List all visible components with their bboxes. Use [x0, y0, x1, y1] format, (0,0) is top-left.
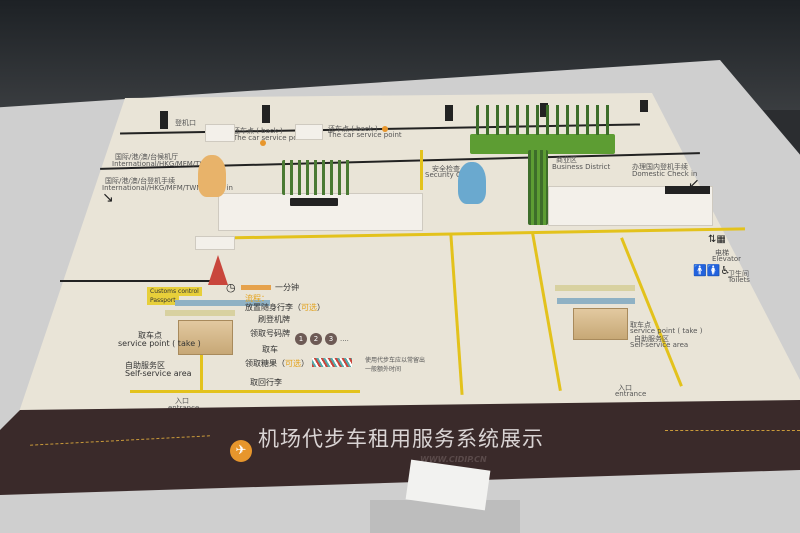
orange-dot	[260, 140, 266, 146]
gate-marker	[262, 105, 270, 123]
optional-tag: 可选	[301, 303, 317, 312]
self-service-label-en: Self-service area	[630, 341, 689, 349]
optional-tag: 可选	[285, 359, 301, 368]
process-step-5: 领取糖果（可选）	[245, 359, 309, 368]
business-label: 商业区	[556, 156, 577, 164]
number-badge: 1	[295, 333, 307, 345]
customs-sign-label: Customs control	[150, 288, 199, 295]
toilets-label: 卫生间	[728, 270, 749, 278]
self-service-label: 自助服务区	[634, 335, 669, 343]
bamboo-plants	[476, 105, 611, 135]
self-service-label: 自助服务区	[125, 361, 165, 370]
bamboo-plants	[282, 160, 352, 195]
yellow-path	[200, 350, 203, 390]
security-label-en: Security Check	[425, 171, 478, 179]
process-step-1: 放置随身行李（可选）	[245, 303, 325, 312]
domestic-checkin-label: 办理国内登机手续	[632, 163, 688, 171]
process-step-4: 取车	[262, 345, 278, 354]
self-service-label-en: Self-service area	[125, 369, 192, 378]
ellipsis: ....	[340, 335, 349, 343]
dashed-line	[665, 430, 800, 431]
car-return-label-en: The car service point	[328, 131, 402, 139]
checkin-sign	[665, 186, 710, 194]
take-point-label: 取车点	[138, 331, 162, 340]
process-heading: 流程：	[245, 294, 269, 303]
car-return-label-en: The car service point	[233, 134, 307, 142]
entrance-label: 入口	[618, 384, 632, 392]
process-step-3: 领取号码牌	[250, 329, 290, 338]
arrow-down-left-icon: ↘	[102, 190, 114, 206]
yellow-path	[420, 150, 423, 190]
route-line	[60, 280, 220, 282]
card-stack	[370, 500, 520, 533]
gate-marker	[160, 111, 168, 129]
elevator-icon: ⇅▦	[708, 234, 726, 245]
international-lounge-label-en: International/HKG/MFM/TWN	[112, 160, 212, 168]
passport-sign: Passport	[147, 296, 179, 305]
counter-sign	[175, 300, 270, 306]
take-point-label-en: service point ( take )	[630, 327, 703, 335]
watermark: WWW.CIDIP.CN	[420, 455, 487, 464]
time-bar	[241, 285, 271, 290]
customs-sign: Customs control	[147, 287, 202, 296]
number-badge: 3	[325, 333, 337, 345]
international-checkin-label: 国际/港/澳/台登机手续	[105, 177, 176, 185]
counter-sign	[555, 285, 635, 291]
international-checkin-label-en: International/HKG/MFM/TWN check in	[102, 184, 233, 192]
gate-label: 登机口	[175, 119, 196, 127]
entrance-label: 入口	[175, 397, 189, 405]
banner-title: 机场代步车租用服务系统展示	[258, 427, 544, 451]
business-label-en: Business District	[552, 163, 611, 171]
passport-sign-label: Passport	[150, 297, 176, 304]
checkin-sign	[290, 198, 338, 206]
gate-marker	[445, 105, 453, 121]
orange-dot	[382, 126, 388, 132]
toilets-label-en: Toilets	[728, 276, 750, 284]
domestic-checkin-label-en: Domestic Check in	[632, 170, 698, 178]
take-point-label-en: service point ( take )	[118, 339, 201, 348]
candy-icons	[312, 358, 352, 367]
green-planter	[470, 134, 615, 154]
wooden-kiosk	[573, 308, 628, 340]
airplane-icon: ✈	[230, 440, 252, 462]
process-note: 使用代步车应以常留出一般额外时间	[365, 357, 426, 373]
toilet-sign-block	[205, 124, 235, 142]
elevator-label-en: Elevator	[712, 255, 742, 263]
process-step-6: 取回行李	[250, 378, 282, 387]
wooden-kiosk	[178, 320, 233, 355]
car-return-label: 还车点 ( back )	[233, 127, 283, 135]
arrow-down-left-icon: ↙	[688, 176, 700, 192]
process-step-2: 刷登机牌	[258, 315, 290, 324]
step-text: 领取糖果（	[245, 359, 285, 368]
step-text: 放置随身行李（	[245, 303, 301, 312]
security-label: 安全检查	[432, 165, 460, 173]
bamboo-plants	[528, 150, 548, 225]
time-label: 一分钟	[275, 283, 299, 292]
wooden-figure	[198, 155, 226, 197]
gate-sign-block	[195, 236, 235, 250]
counter-sign	[557, 298, 635, 304]
blue-figure	[458, 162, 486, 204]
car-return-label: 还车点 ( back )	[328, 125, 378, 133]
toilets-icon: 🚹🚺♿	[693, 264, 731, 277]
car-sign-block	[295, 124, 323, 140]
entrance-label-en: entrance	[615, 390, 647, 398]
international-lounge-label: 国际/港/澳/台候机厅	[115, 153, 179, 161]
clock-icon: ◷	[226, 281, 236, 294]
counter-sign	[165, 310, 235, 316]
take-point-label: 取车点	[630, 321, 651, 329]
yellow-path	[130, 390, 360, 393]
elevator-label: 电梯	[715, 249, 729, 257]
gate-marker	[640, 100, 648, 112]
number-badge: 2	[310, 333, 322, 345]
